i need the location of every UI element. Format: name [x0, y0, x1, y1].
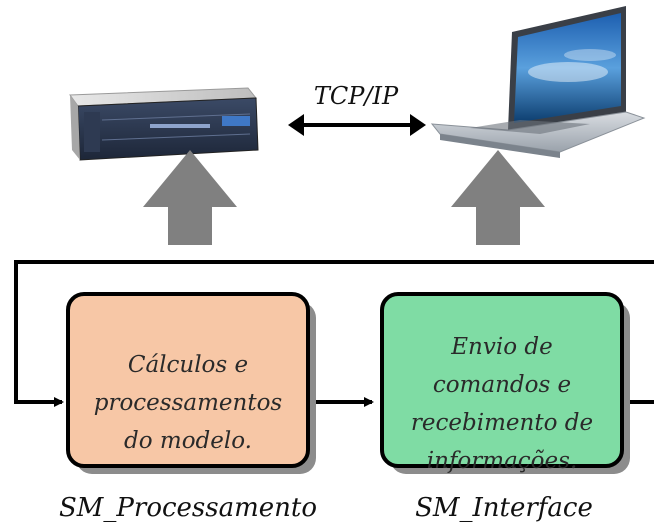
interface-block: Envio de comandos e recebimento de infor… [380, 292, 630, 474]
processing-block: Cálculos e processamentos do modelo. [66, 292, 316, 474]
up-arrow-laptop [451, 150, 545, 245]
interface-line-3: recebimento de [411, 410, 593, 436]
up-arrow-simulator [143, 150, 237, 245]
processing-block-box [66, 292, 310, 468]
processing-line-3: do modelo. [124, 428, 252, 454]
interface-line-2: comandos e [433, 372, 571, 398]
loop-connector [14, 260, 654, 407]
simulator-device-image [69, 87, 259, 161]
processing-line-1: Cálculos e [128, 352, 248, 378]
processing-caption: SM_Processamento [59, 493, 317, 523]
laptop-image [430, 6, 646, 158]
interface-line-4: informações. [427, 448, 578, 474]
interface-caption: SM_Interface [415, 493, 593, 523]
tcp-ip-connection: TCP/IP [288, 82, 426, 136]
tcp-ip-label: TCP/IP [314, 82, 399, 110]
processing-line-2: processamentos [94, 390, 283, 416]
interface-block-box [380, 292, 624, 468]
interface-line-1: Envio de [450, 334, 552, 360]
